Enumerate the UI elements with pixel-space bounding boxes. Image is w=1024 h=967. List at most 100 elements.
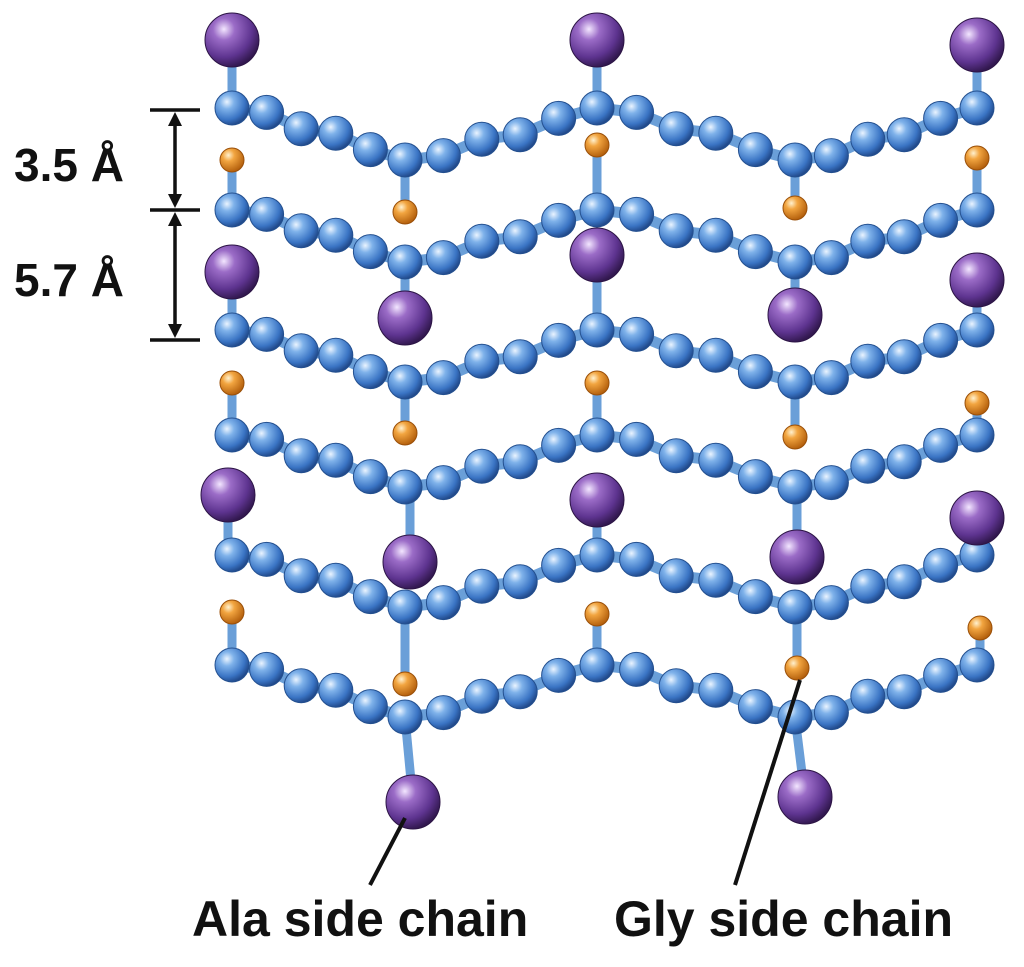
backbone-atom: [579, 537, 615, 573]
backbone-atom: [502, 339, 538, 375]
gly-side-chain-atom: [392, 199, 418, 225]
backbone-atom: [283, 333, 319, 369]
ala-side-chain-label: Ala side chain: [192, 891, 529, 947]
backbone-atom: [658, 333, 694, 369]
backbone-atom: [923, 100, 959, 136]
gly-side-chain-atom: [392, 671, 418, 697]
backbone-atom: [318, 337, 354, 373]
backbone-atom: [283, 213, 319, 249]
backbone-atom: [813, 465, 849, 501]
backbone-atom: [283, 111, 319, 147]
backbone-atom: [387, 469, 423, 505]
gly-side-chain-atom: [784, 655, 810, 681]
backbone-atom: [283, 668, 319, 704]
backbone-atom: [249, 316, 285, 352]
ala-side-chain-atom: [569, 12, 625, 68]
backbone-atom: [698, 217, 734, 253]
gly-side-chain-atom: [219, 599, 245, 625]
backbone-atom: [425, 240, 461, 276]
backbone-atom: [886, 339, 922, 375]
backbone-atom: [541, 427, 577, 463]
backbone-atom: [737, 354, 773, 390]
backbone-atom: [352, 459, 388, 495]
gly-side-chain-atom: [964, 390, 990, 416]
backbone-atom: [318, 672, 354, 708]
backbone-atom: [850, 448, 886, 484]
backbone-atom: [502, 444, 538, 480]
backbone-atom: [959, 647, 995, 683]
backbone-atom: [318, 442, 354, 478]
ala-side-chain-atom: [569, 227, 625, 283]
backbone-atom: [579, 192, 615, 228]
backbone-atom: [923, 322, 959, 358]
backbone-atom: [464, 121, 500, 157]
ala-side-chain-atom: [569, 472, 625, 528]
backbone-atom: [387, 589, 423, 625]
ala-side-chain-atom: [382, 534, 438, 590]
backbone-atom: [737, 579, 773, 615]
backbone-atom: [541, 657, 577, 693]
gly-side-chain-atom: [964, 145, 990, 171]
gly-side-chain-atom: [782, 424, 808, 450]
backbone-atom: [502, 674, 538, 710]
backbone-atom: [850, 568, 886, 604]
gly-side-chain-atom: [584, 601, 610, 627]
backbone-atom: [352, 132, 388, 168]
backbone-atom: [352, 234, 388, 270]
backbone-atom: [214, 192, 250, 228]
backbone-atom: [214, 417, 250, 453]
backbone-atom: [464, 568, 500, 604]
label-pointers: [368, 679, 802, 886]
backbone-atom: [214, 312, 250, 348]
backbone-atom: [813, 585, 849, 621]
backbone-atom: [619, 421, 655, 457]
backbone-atom: [464, 678, 500, 714]
gly-pointer-line: [733, 679, 802, 886]
backbone-atom: [886, 674, 922, 710]
backbone-atom: [541, 322, 577, 358]
backbone-atom: [502, 117, 538, 153]
backbone-atom: [777, 244, 813, 280]
backbone-atom: [318, 217, 354, 253]
ala-side-chain-atom: [949, 252, 1005, 308]
backbone-atom: [352, 689, 388, 725]
backbone-atom: [698, 442, 734, 478]
backbone-atom: [579, 647, 615, 683]
backbone-atom: [658, 213, 694, 249]
gly-side-chain-atom: [584, 370, 610, 396]
ala-side-chain-atom: [377, 290, 433, 346]
backbone-atom: [425, 695, 461, 731]
backbone-atom: [387, 244, 423, 280]
backbone-atom: [737, 459, 773, 495]
gly-side-chain-atom: [584, 132, 610, 158]
spacing-label-upper: 3.5 Å: [14, 139, 124, 191]
backbone-atom: [850, 678, 886, 714]
backbone-atom: [425, 465, 461, 501]
backbone-atom: [737, 234, 773, 270]
backbone-atom: [502, 564, 538, 600]
backbone-atom: [658, 558, 694, 594]
backbone-atom: [541, 202, 577, 238]
backbone-atom: [959, 192, 995, 228]
gly-side-chain-atom: [219, 147, 245, 173]
backbone-atom: [541, 547, 577, 583]
backbone-atom: [249, 421, 285, 457]
ala-side-chain-atom: [204, 12, 260, 68]
backbone-atom: [698, 337, 734, 373]
backbone-atom: [249, 196, 285, 232]
backbone-atom: [249, 651, 285, 687]
ala-side-chain-atom: [385, 774, 441, 830]
arrow-head-up: [168, 112, 182, 126]
backbone-atom: [387, 364, 423, 400]
backbone-atom: [737, 132, 773, 168]
backbone-atom: [658, 668, 694, 704]
backbone-atom: [850, 343, 886, 379]
backbone-atom: [464, 343, 500, 379]
backbone-atom: [318, 115, 354, 151]
backbone-atom: [959, 417, 995, 453]
backbone-atom: [813, 240, 849, 276]
backbone-atom: [886, 564, 922, 600]
backbone-atom: [813, 360, 849, 396]
backbone-atom: [813, 138, 849, 174]
